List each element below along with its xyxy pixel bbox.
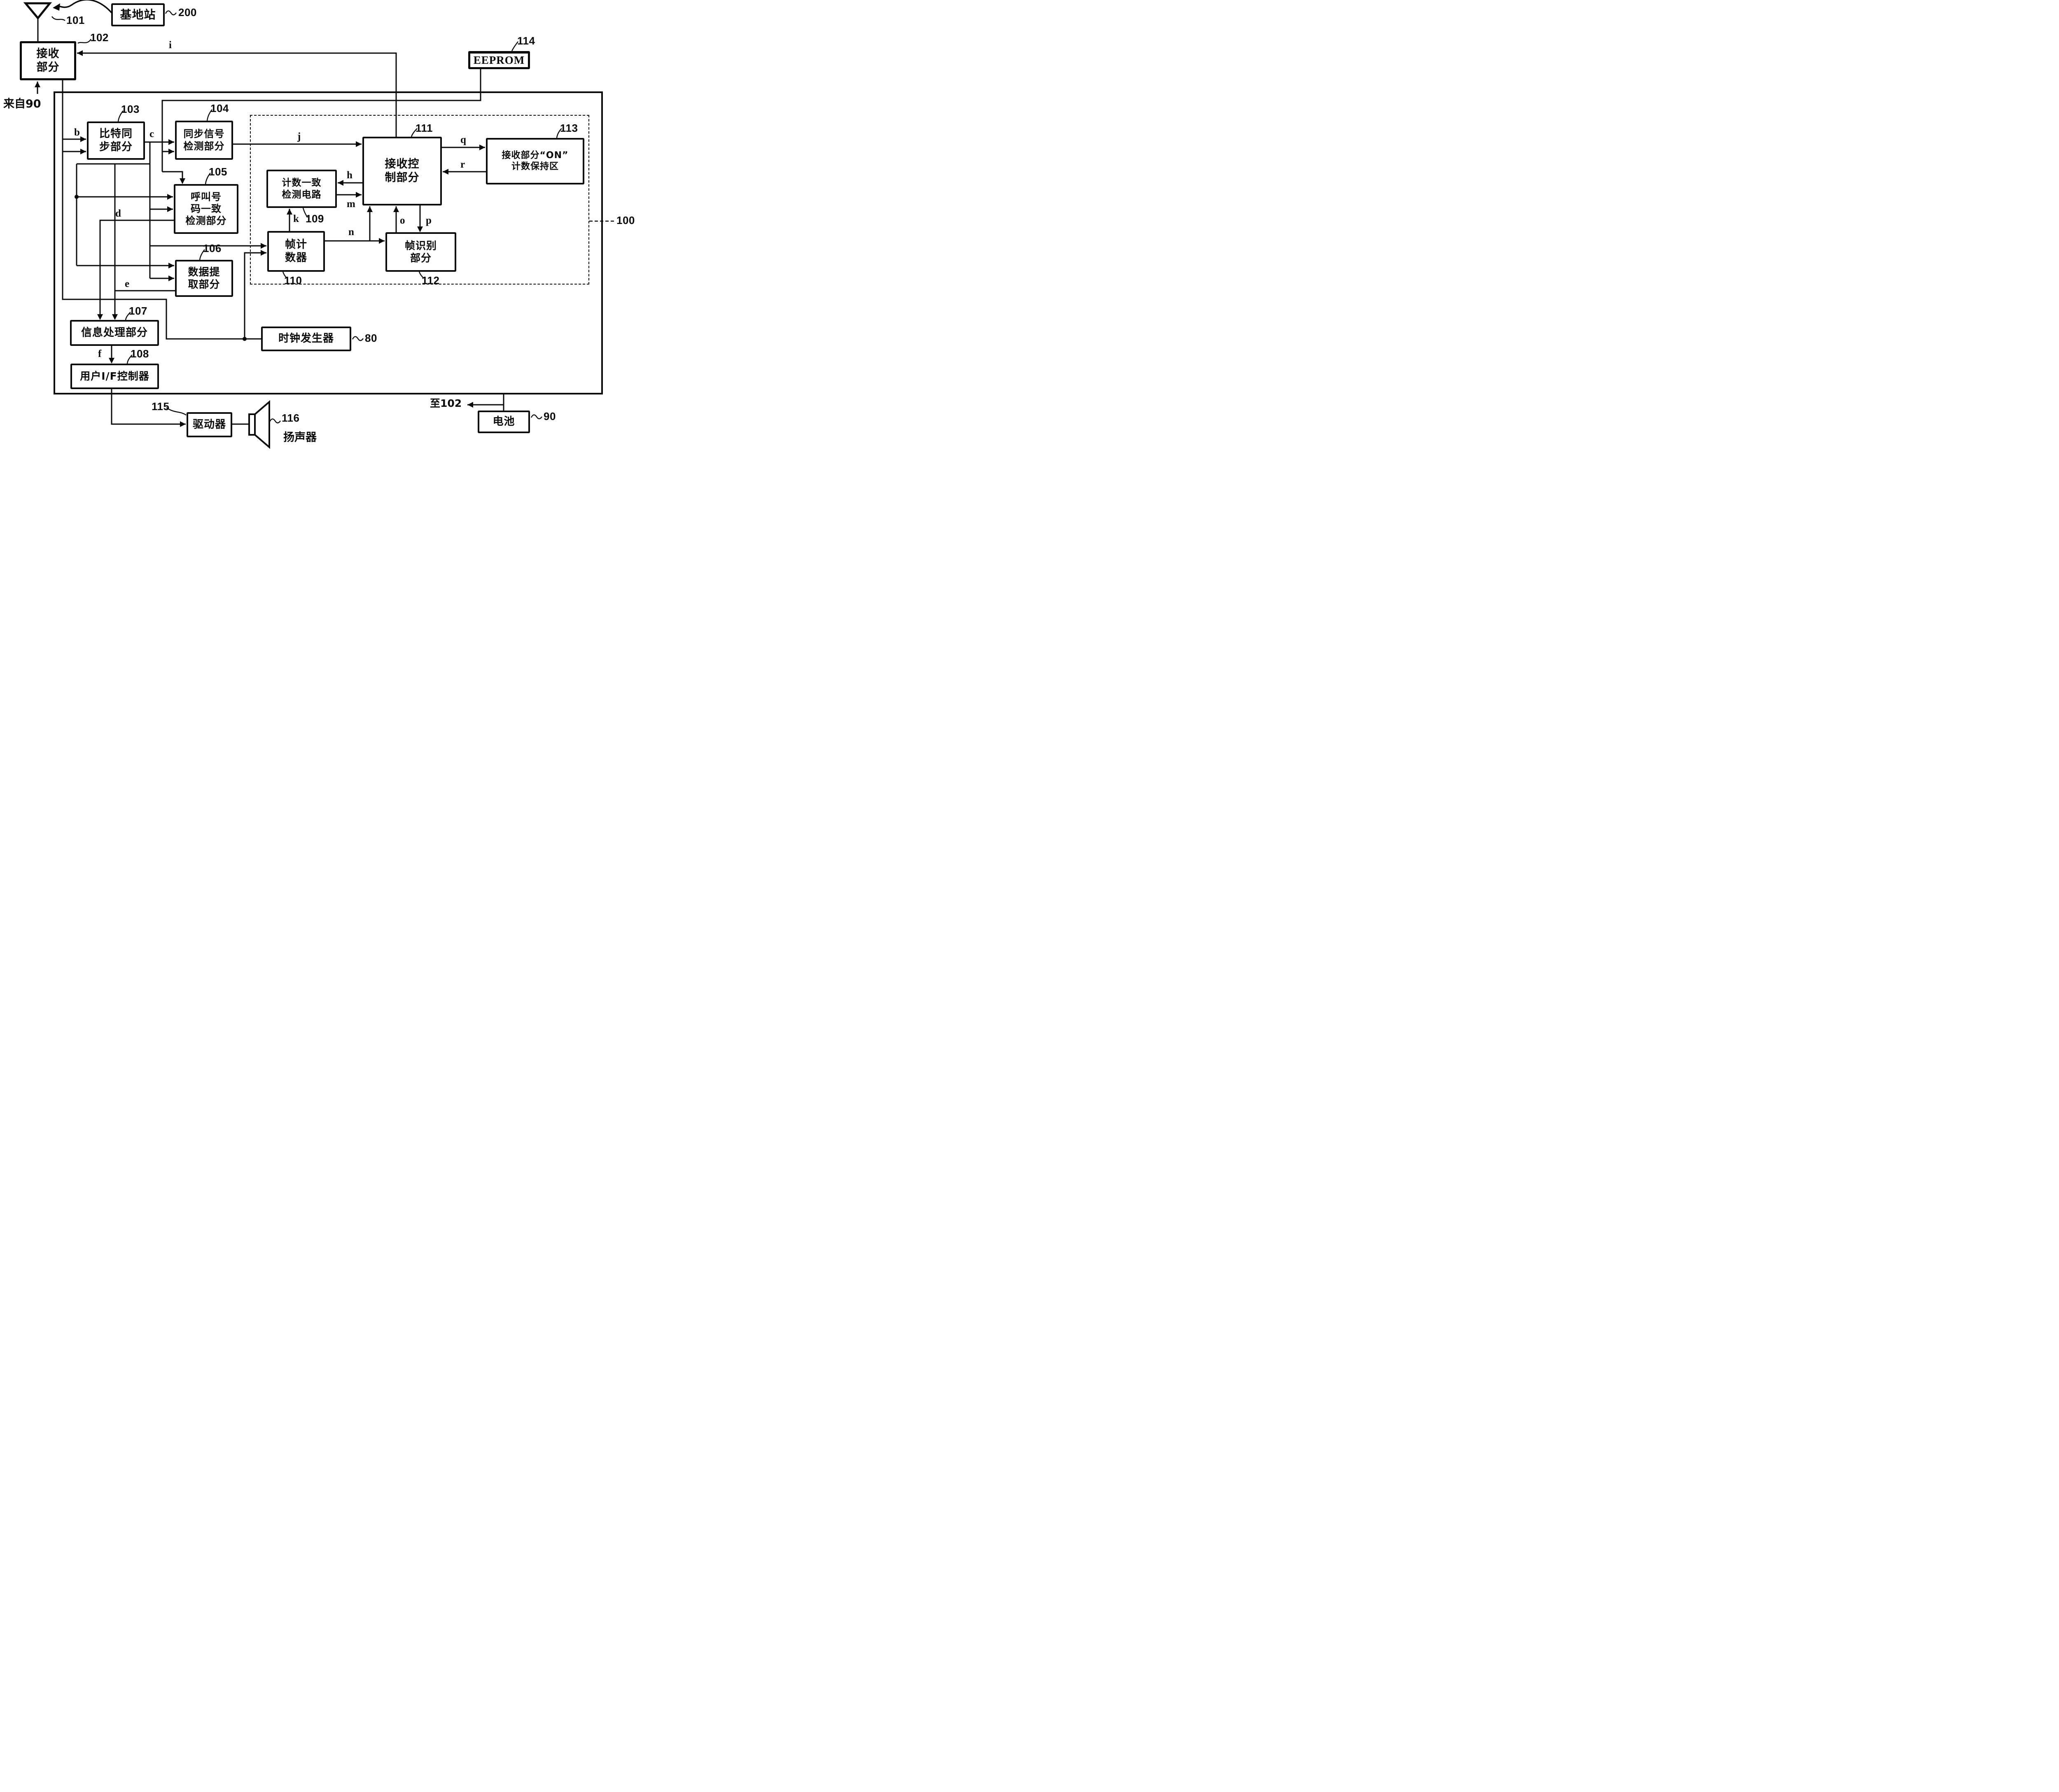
signal-f: f xyxy=(98,348,102,359)
ref-107: 107 xyxy=(129,305,147,317)
block-frame-id: 帧识别 部分 xyxy=(385,232,456,272)
block-frame-counter: 帧计 数器 xyxy=(267,231,325,272)
block-bit-sync: 比特同 步部分 xyxy=(87,121,145,160)
signal-d: d xyxy=(115,208,121,219)
block-on-count-hold: 接收部分“ON” 计数保持区 xyxy=(486,138,584,184)
label-to-102: 至102 xyxy=(430,397,462,409)
wiring-layer xyxy=(23,0,614,449)
ref-110: 110 xyxy=(284,274,302,287)
line-c xyxy=(77,141,266,279)
ref-106: 106 xyxy=(203,242,222,254)
line-e xyxy=(114,164,175,319)
signal-h: h xyxy=(347,170,353,181)
ref-102: 102 xyxy=(90,31,109,44)
signal-q: q xyxy=(460,134,466,145)
line-d xyxy=(99,219,174,319)
main-chip-outline xyxy=(54,91,603,394)
line-battery xyxy=(467,394,504,411)
ref-108: 108 xyxy=(131,348,149,360)
ref-111: 111 xyxy=(416,122,433,134)
signal-r: r xyxy=(460,159,465,170)
block-battery: 电池 xyxy=(478,411,530,433)
signal-j: j xyxy=(297,131,301,142)
line-clock-to-counter xyxy=(244,252,266,339)
arrowheads xyxy=(35,50,485,427)
block-clock-generator: 时钟发生器 xyxy=(261,327,351,351)
antenna-icon xyxy=(23,2,52,20)
block-data-extract: 数据提 取部分 xyxy=(175,260,233,297)
junction-dot xyxy=(75,195,79,199)
block-call-number-match: 呼叫号 码一致 检测部分 xyxy=(174,184,238,234)
block-count-match: 计数一致 检测电路 xyxy=(266,170,337,208)
ref-104: 104 xyxy=(210,102,229,114)
ref-90: 90 xyxy=(544,410,556,422)
block-info-processing: 信息处理部分 xyxy=(70,320,159,346)
ref-109: 109 xyxy=(306,212,324,225)
ref-115: 115 xyxy=(152,400,170,413)
signal-p: p xyxy=(426,215,432,226)
ref-103: 103 xyxy=(121,103,140,115)
ref-113: 113 xyxy=(560,122,578,134)
block-sync-detect: 同步信号 检测部分 xyxy=(175,121,233,160)
block-receiver: 接收 部分 xyxy=(20,41,76,80)
wireless-arrow xyxy=(58,0,113,14)
block-driver: 驱动器 xyxy=(187,412,232,437)
signal-c: c xyxy=(149,128,154,140)
signal-n: n xyxy=(348,226,354,238)
block-receive-control: 接收控 制部分 xyxy=(362,137,442,205)
block-base-station: 基地站 xyxy=(111,3,165,26)
lsi-dashed-outline xyxy=(250,115,589,285)
patent-diagram: 接收 部分 基地站 EEPROM 比特同 步部分 同步信号 检测部分 呼叫号 码… xyxy=(0,0,637,451)
line-108-driver xyxy=(111,389,186,425)
junction-dot xyxy=(243,337,247,341)
signal-k: k xyxy=(293,213,299,224)
ref-116: 116 xyxy=(282,412,300,424)
ref-105: 105 xyxy=(209,166,227,178)
ref-114: 114 xyxy=(517,35,535,47)
ref-100: 100 xyxy=(616,214,635,226)
line-bus-2 xyxy=(76,164,174,266)
label-from-90: 来自90 xyxy=(3,98,41,110)
line-i xyxy=(77,52,397,137)
speaker-icon xyxy=(248,400,270,449)
block-eeprom: EEPROM xyxy=(468,51,530,69)
signal-i: i xyxy=(169,40,172,51)
ref-200: 200 xyxy=(178,6,197,19)
signal-e: e xyxy=(125,278,130,289)
ref-80: 80 xyxy=(365,332,377,344)
wireless-arrowhead xyxy=(53,3,60,11)
ref-112: 112 xyxy=(422,274,440,287)
signal-b: b xyxy=(74,127,80,138)
block-user-if-controller: 用户I/F控制器 xyxy=(70,364,159,389)
ref-101: 101 xyxy=(66,14,85,26)
label-speaker: 扬声器 xyxy=(283,431,317,444)
signal-m: m xyxy=(347,198,355,210)
signal-o: o xyxy=(400,215,405,226)
